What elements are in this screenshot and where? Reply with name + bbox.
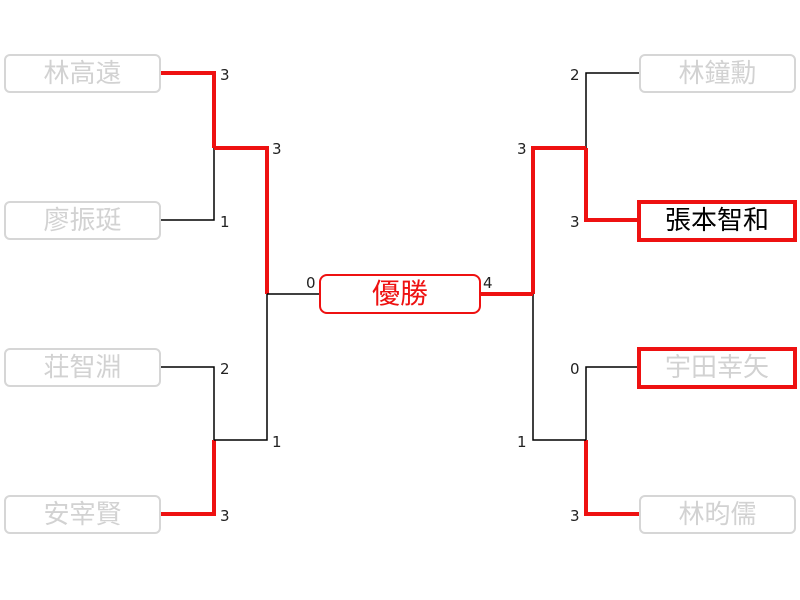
score-right-r1-4: 3	[570, 507, 580, 525]
score-left-r1-1: 3	[220, 66, 230, 84]
player-left-2: 廖振珽	[4, 201, 161, 240]
score-left-semi-1: 3	[272, 140, 282, 158]
player-left-3: 荘智淵	[4, 348, 161, 387]
right-match-1-lines	[531, 72, 639, 294]
score-left-r1-3: 2	[220, 360, 230, 378]
score-right-r1-3: 0	[570, 360, 580, 378]
left-match-2-lines	[161, 294, 268, 516]
score-right-r1-1: 2	[570, 66, 580, 84]
player-right-3: 宇田幸矢	[637, 347, 797, 389]
score-right-r1-2: 3	[570, 213, 580, 231]
player-right-2-champion: 張本智和	[637, 200, 797, 242]
left-match-1-lines	[161, 71, 269, 294]
player-left-4: 安宰賢	[4, 495, 161, 534]
score-left-r1-4: 3	[220, 507, 230, 525]
right-match-2-lines	[532, 294, 639, 516]
score-right-final: 4	[483, 274, 493, 292]
score-right-semi-1: 3	[517, 140, 527, 158]
score-right-semi-2: 1	[517, 433, 527, 451]
score-left-semi-2: 1	[272, 433, 282, 451]
score-left-r1-2: 1	[220, 213, 230, 231]
player-right-1: 林鐘勳	[639, 54, 796, 93]
player-right-4: 林昀儒	[639, 495, 796, 534]
score-left-final: 0	[306, 274, 316, 292]
final-label: 優勝	[319, 274, 481, 314]
player-left-1: 林高遠	[4, 54, 161, 93]
